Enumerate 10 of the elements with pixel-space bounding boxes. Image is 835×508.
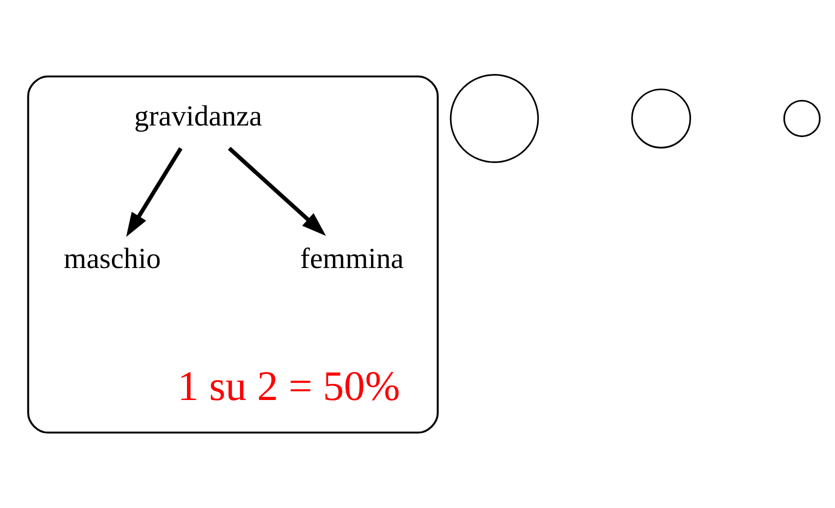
- node-circle: [450, 74, 539, 163]
- node-circle: [631, 88, 692, 148]
- node-circle: [783, 99, 821, 137]
- node-text: gravidanza: [134, 100, 262, 132]
- node-text: maschio: [64, 242, 161, 275]
- node-text: femmina: [300, 242, 404, 275]
- arrow: [126, 146, 182, 236]
- label: 1 su 2 = 50%: [178, 362, 400, 410]
- cluster: [27, 74, 439, 434]
- arrow: [228, 146, 326, 236]
